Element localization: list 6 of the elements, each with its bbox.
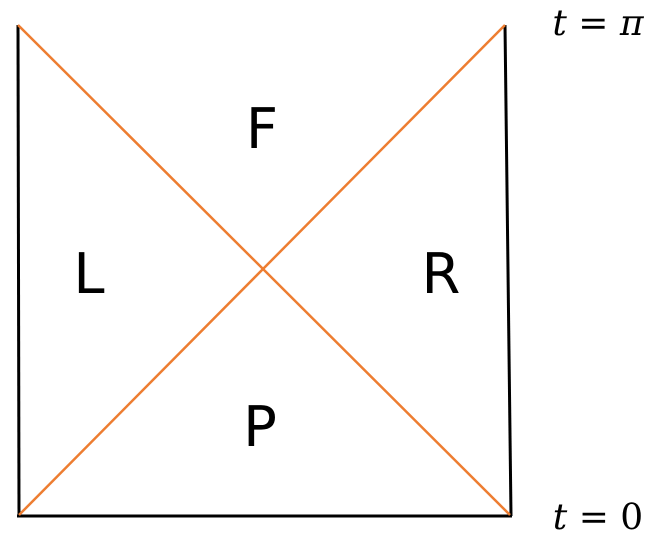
region-label: P (243, 400, 277, 456)
time-label: t = π (552, 6, 644, 42)
region-label: R (422, 247, 460, 303)
region-label: L (73, 247, 105, 303)
region-label: F (246, 102, 278, 158)
time-label: t = 0 (552, 500, 644, 536)
